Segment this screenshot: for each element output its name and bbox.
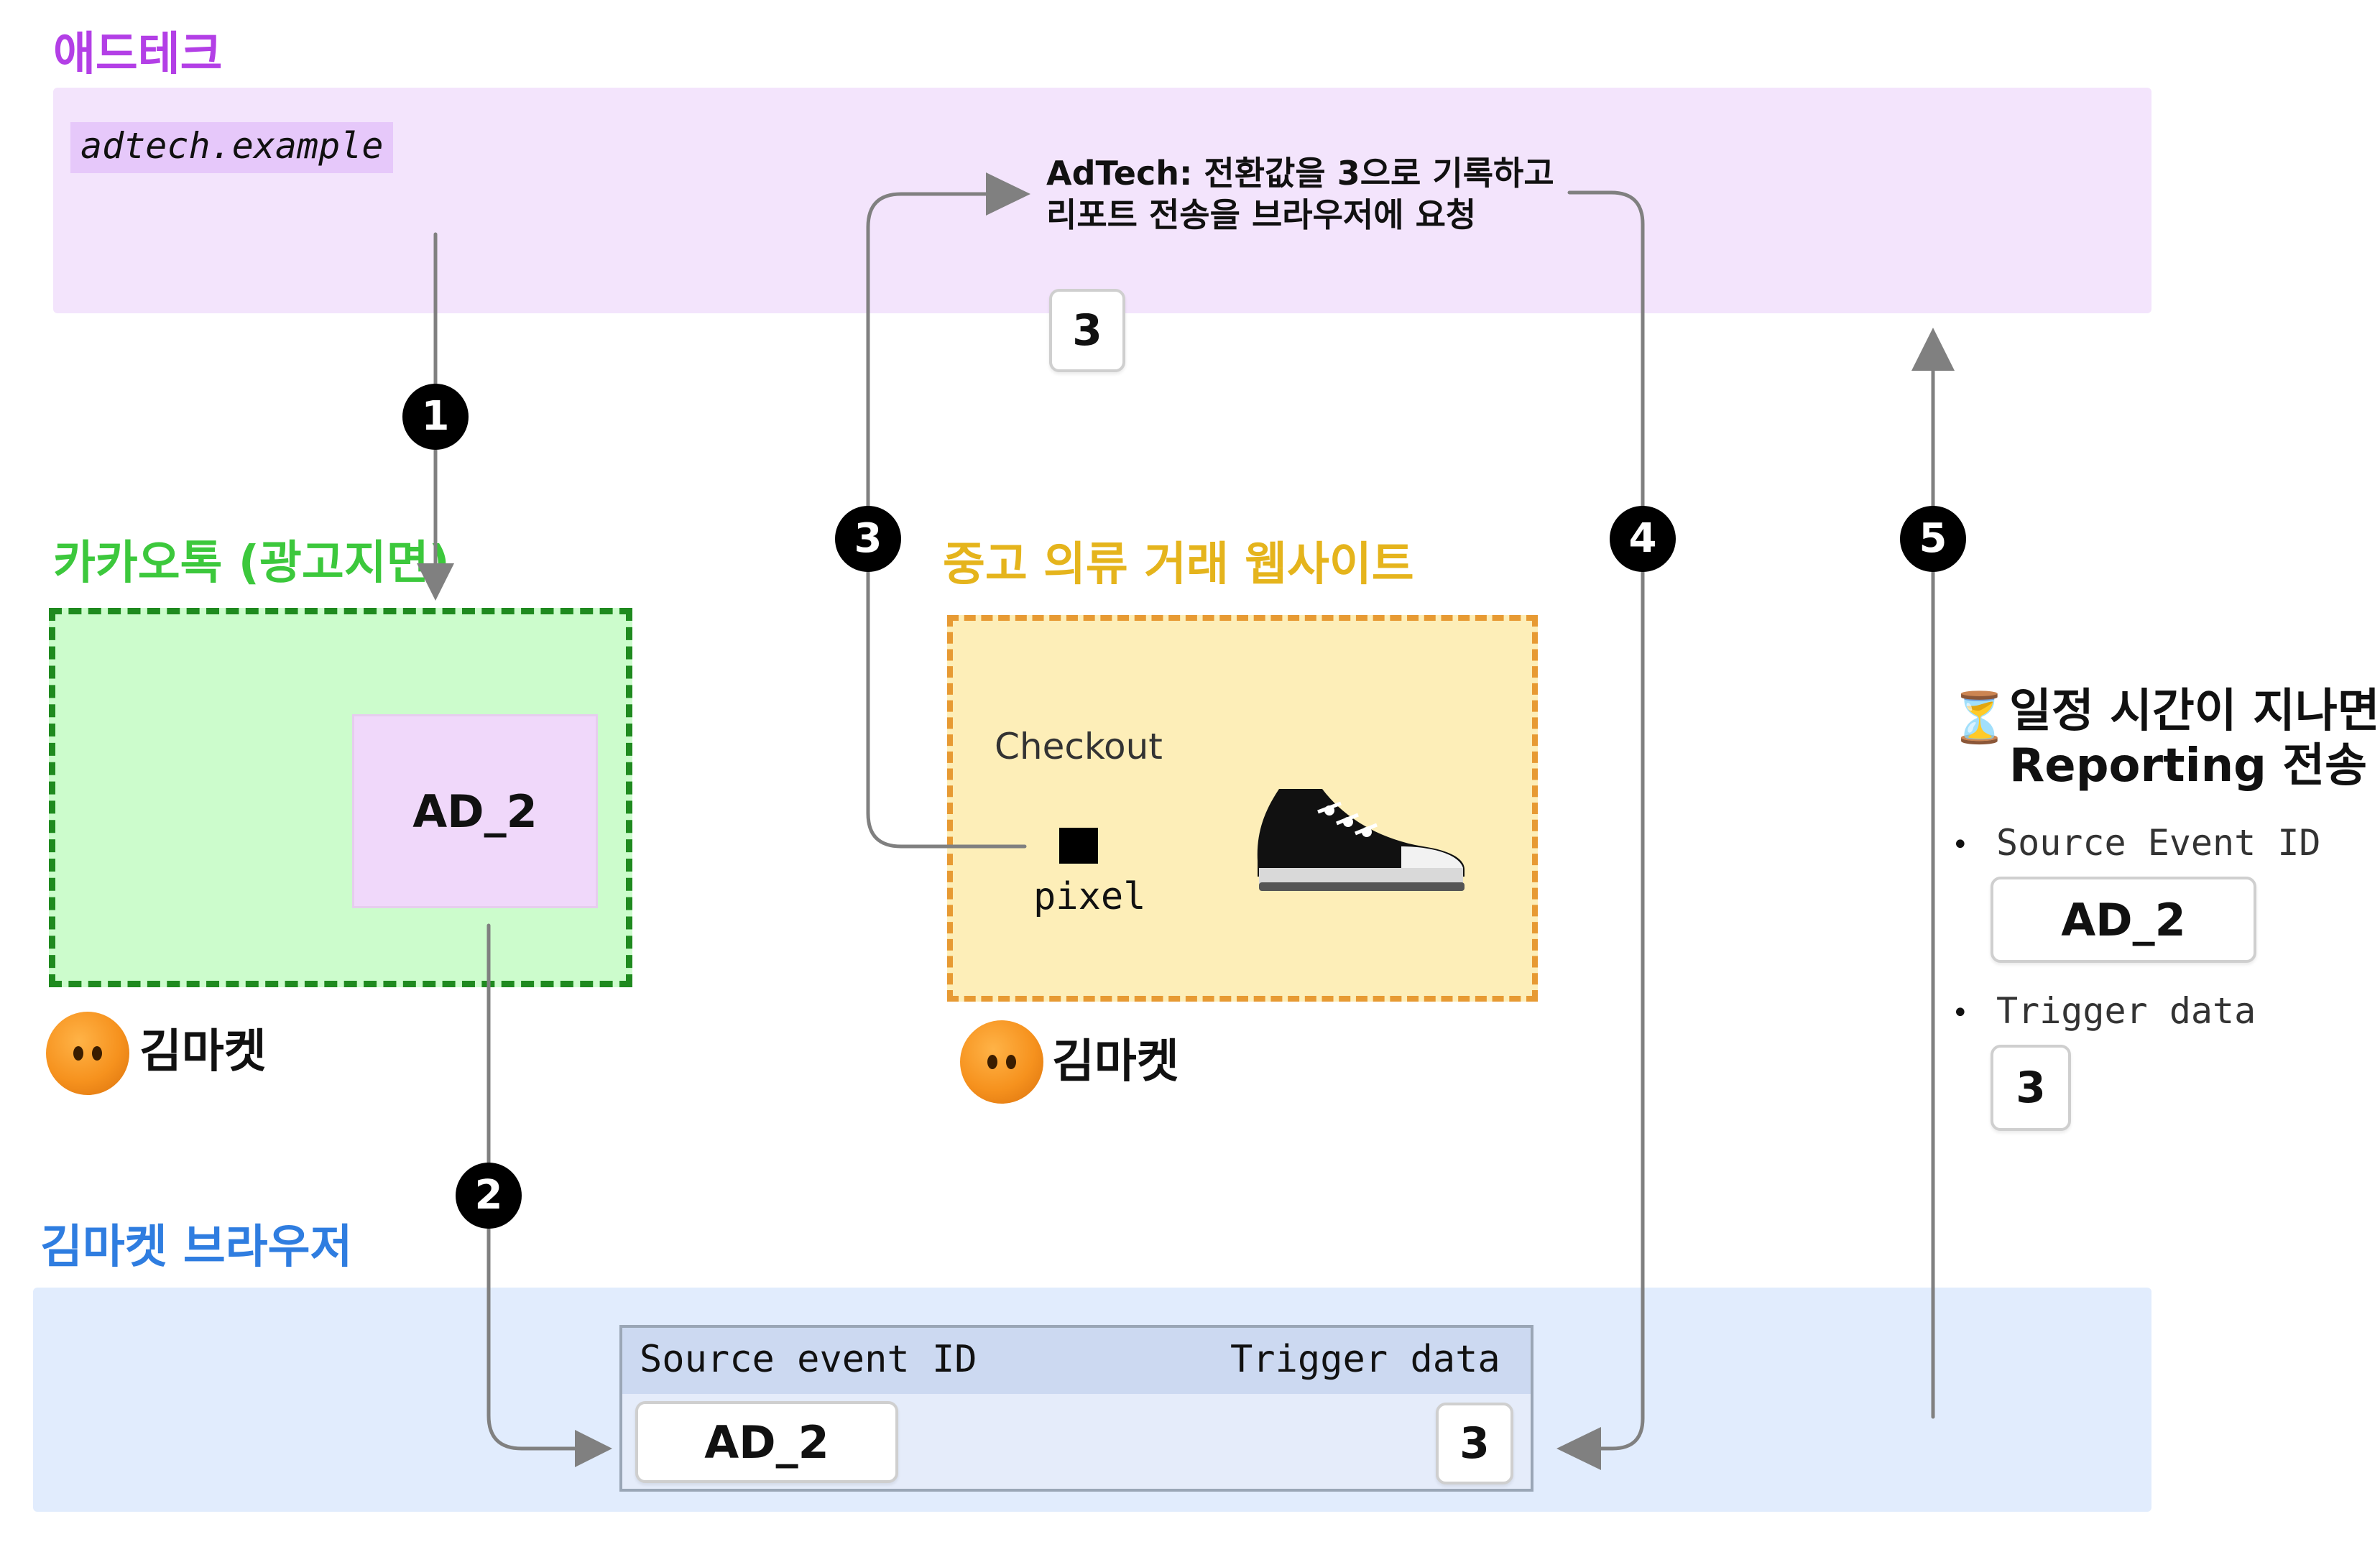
- reporting-bullet-trigger: Trigger data: [1996, 990, 2256, 1032]
- step-1-badge: 1: [402, 384, 469, 450]
- kakao-user-name: 김마켓: [139, 1025, 267, 1078]
- shop-checkout-page: [947, 615, 1538, 1002]
- table-header: [622, 1328, 1531, 1394]
- shop-title: 중고 의류 거래 웹사이트: [943, 538, 1414, 591]
- arrowhead-2: [575, 1430, 612, 1467]
- source-event-id-value: AD_2: [635, 1401, 898, 1483]
- browser-title: 김마켓 브라우저: [40, 1221, 353, 1274]
- step-4-badge: 4: [1610, 506, 1676, 572]
- reporting-line1: 일정 시간이 지나면: [2009, 685, 2380, 738]
- bullet-dot-1: •: [1952, 828, 1969, 862]
- reporting-line2: Reporting 전송: [2009, 739, 2367, 793]
- step-5-badge: 5: [1900, 506, 1966, 572]
- adtech-domain-code: adtech.example: [70, 122, 394, 173]
- adtech-request-line2: 리포트 전송을 브라우저에 요청: [1046, 195, 1477, 234]
- adtech-value-box: 3: [1049, 289, 1125, 372]
- step-2-badge: 2: [456, 1163, 522, 1229]
- reporting-bullet-source: Source Event ID: [1996, 822, 2321, 864]
- user-face-icon: [46, 1012, 129, 1095]
- bullet-dot-2: •: [1952, 997, 1969, 1030]
- reporting-source-value: AD_2: [1991, 877, 2256, 963]
- step-3-badge: 3: [835, 506, 901, 572]
- column-trigger-data: Trigger data: [1230, 1338, 1500, 1381]
- sneaker-icon: [1257, 789, 1465, 891]
- arrow-4-line: [1567, 190, 1645, 1451]
- column-source-event-id: Source event ID: [640, 1338, 977, 1381]
- adtech-request-line1: AdTech: 전환값을 3으로 기록하고: [1046, 154, 1554, 193]
- reporting-trigger-value: 3: [1991, 1045, 2071, 1131]
- arrowhead-5: [1911, 328, 1955, 371]
- pixel-icon: [1059, 828, 1098, 864]
- arrowhead-4: [1556, 1427, 1601, 1470]
- arrowhead-1: [417, 563, 454, 601]
- shop-user-name: 김마켓: [1052, 1035, 1179, 1089]
- adtech-title: 애드테크: [53, 28, 223, 81]
- adtech-band: [53, 88, 2151, 313]
- hourglass-icon: ⏳: [1949, 690, 2010, 747]
- user-face-icon-2: [960, 1020, 1043, 1104]
- trigger-data-value: 3: [1436, 1403, 1513, 1484]
- arrow-2-line: [486, 923, 584, 1451]
- checkout-label: Checkout: [995, 726, 1163, 767]
- kakao-title: 카카오톡 (광고지면): [53, 537, 450, 590]
- pixel-label: pixel: [1033, 875, 1146, 918]
- kakao-ad-slot[interactable]: AD_2: [352, 714, 598, 908]
- arrowhead-3: [986, 172, 1030, 216]
